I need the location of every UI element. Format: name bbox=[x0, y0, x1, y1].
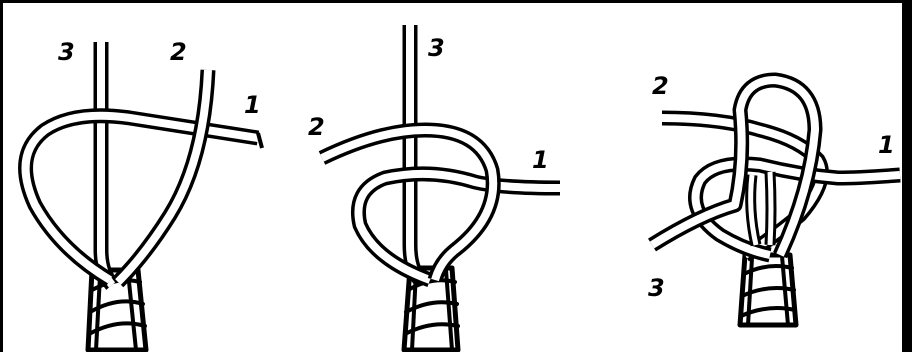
panel-1-strand-2 bbox=[118, 70, 208, 282]
panel-3-label-3: 3 bbox=[648, 276, 665, 300]
panel-3-drawing bbox=[652, 80, 900, 325]
panel-2-drawing bbox=[322, 25, 560, 350]
panel-1-label-1: 1 bbox=[244, 93, 261, 117]
panel-2-label-1: 1 bbox=[532, 148, 549, 172]
panel-2-label-3: 3 bbox=[428, 36, 445, 60]
panel-1-strand-3 bbox=[101, 42, 112, 285]
panel-2-label-2: 2 bbox=[308, 115, 325, 139]
panel-1-label-2: 2 bbox=[170, 40, 187, 64]
panel-3-rope-base bbox=[740, 255, 796, 325]
panel-2-strand-1 bbox=[358, 174, 560, 280]
panel-3-label-1: 1 bbox=[878, 133, 895, 157]
panel-1-label-3: 3 bbox=[58, 40, 75, 64]
panel-3-inner-wraps bbox=[751, 172, 771, 245]
panel-2-strand-3 bbox=[410, 25, 420, 280]
panel-1-drawing bbox=[26, 42, 262, 350]
panel-3-label-2: 2 bbox=[652, 74, 669, 98]
panel-1-rope-base bbox=[88, 270, 146, 350]
